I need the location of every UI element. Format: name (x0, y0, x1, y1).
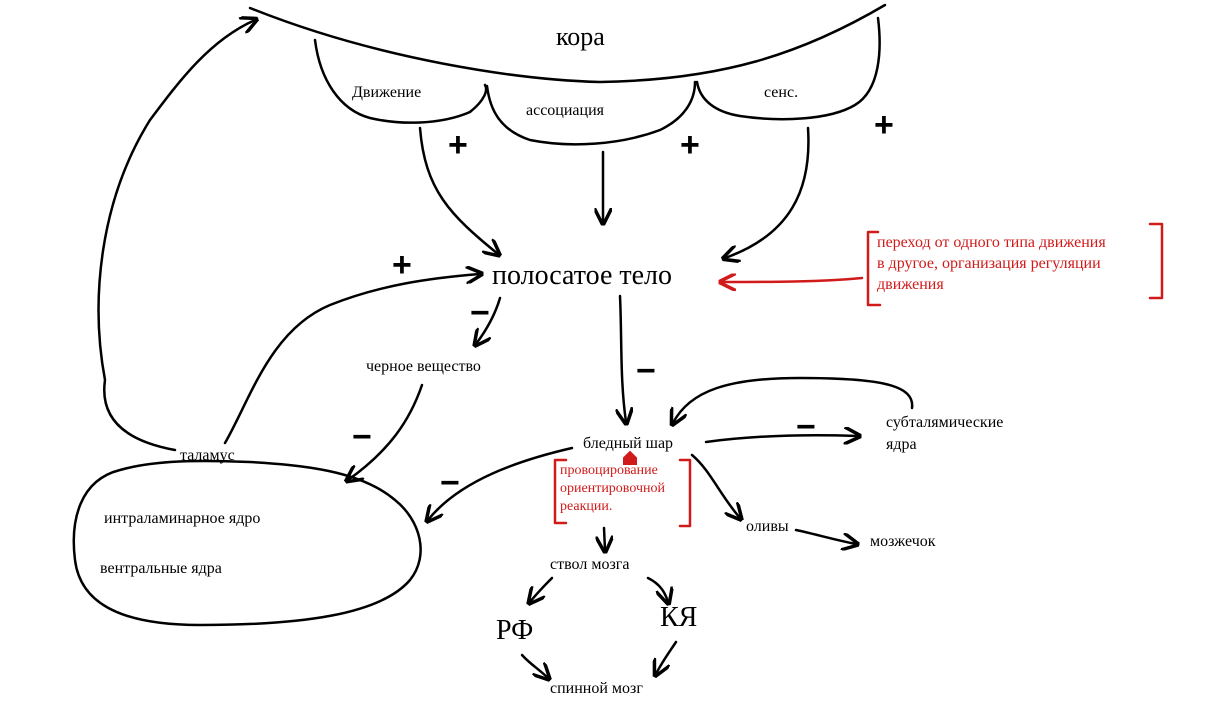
label-subthalamic-nuclei-line1: субталямические (886, 414, 1004, 431)
note-pallidus-line3: реакции. (560, 499, 613, 514)
arrow-subthalamic-to-pallidus (673, 376, 914, 423)
minus-sign-subthalamic: − (796, 408, 816, 446)
arrow-pallidus-to-subthalamic (704, 435, 858, 442)
arrow-sensory-to-striatum (725, 126, 810, 258)
label-association: ассоциация (526, 102, 605, 119)
arrow-pallidus-to-thalamus (428, 446, 574, 520)
red-bracket-right-pallidus-note (678, 458, 692, 528)
arrow-striatum-to-nigra (476, 296, 502, 344)
arrow-ky-to-spinal (656, 640, 678, 674)
arrow-rf-to-spinal (520, 653, 548, 678)
label-subthalamic-nuclei-line2: ядра (886, 436, 917, 453)
minus-sign-nigra: − (470, 294, 490, 332)
note-striatum-line3: движения (877, 276, 944, 293)
arrow-thalamus-to-cortex (97, 20, 255, 452)
arrow-brainstem-to-rf (530, 576, 554, 602)
note-striatum-line1: переход от одного типа движения (877, 234, 1106, 251)
note-pallidus-line2: ориентировочной (560, 481, 665, 496)
label-thalamus: таламус (180, 447, 235, 464)
arrow-thalamus-to-striatum (223, 274, 480, 445)
lobe-sensory (695, 16, 881, 121)
arrow-striatum-to-pallidus (620, 294, 626, 422)
label-intralaminar-nucleus: интраламинарное ядро (104, 510, 261, 527)
cortex-outline (248, 3, 887, 84)
arrow-pallidus-to-brainstem (604, 526, 605, 550)
arrow-movement-to-striatum (418, 126, 498, 254)
arrow-nigra-to-thalamus (348, 383, 424, 480)
label-striatum: полосатое тело (492, 260, 673, 291)
label-ky: КЯ (660, 602, 698, 633)
red-marker-icon (623, 450, 637, 465)
label-cortex: кора (556, 22, 605, 51)
thalamus-outline (72, 459, 422, 627)
arrow-olives-to-cerebellum (794, 528, 856, 544)
note-striatum-line2: в другое, организация регуляции (877, 255, 1101, 272)
label-spinal-cord: спинной мозг (550, 680, 643, 697)
lobe-movement (313, 38, 488, 124)
label-olives: оливы (746, 518, 789, 535)
plus-sign-thalamus: + (392, 246, 412, 284)
label-brainstem: ствол мозга (550, 556, 630, 573)
arrow-brainstem-to-ky (646, 576, 668, 602)
plus-sign-sensory: + (874, 106, 894, 144)
note-pallidus-line1: провоцирование (560, 463, 658, 478)
red-arrow-note-to-striatum (722, 278, 864, 282)
red-bracket-left-striatum-note (866, 230, 882, 307)
label-globus-pallidus: бледный шар (583, 435, 674, 452)
red-bracket-right-striatum-note (1148, 222, 1164, 300)
lobe-association (485, 80, 697, 146)
label-cerebellum: мозжечок (870, 533, 936, 550)
plus-sign-movement: + (448, 126, 468, 164)
minus-sign-nigra-thalamus: − (352, 418, 372, 456)
arrow-pallidus-to-olives (690, 453, 740, 518)
minus-sign-pallidus: − (636, 352, 656, 390)
label-substantia-nigra: черное вещество (366, 358, 481, 375)
label-sensory: сенс. (764, 84, 799, 101)
minus-sign-pallidus-thalamus: − (440, 464, 460, 502)
plus-sign-association: + (680, 126, 700, 164)
label-movement: Движение (352, 84, 422, 101)
label-rf: РФ (496, 615, 534, 646)
red-bracket-left-pallidus-note (553, 458, 568, 525)
label-ventral-nuclei: вентральные ядра (100, 560, 222, 577)
